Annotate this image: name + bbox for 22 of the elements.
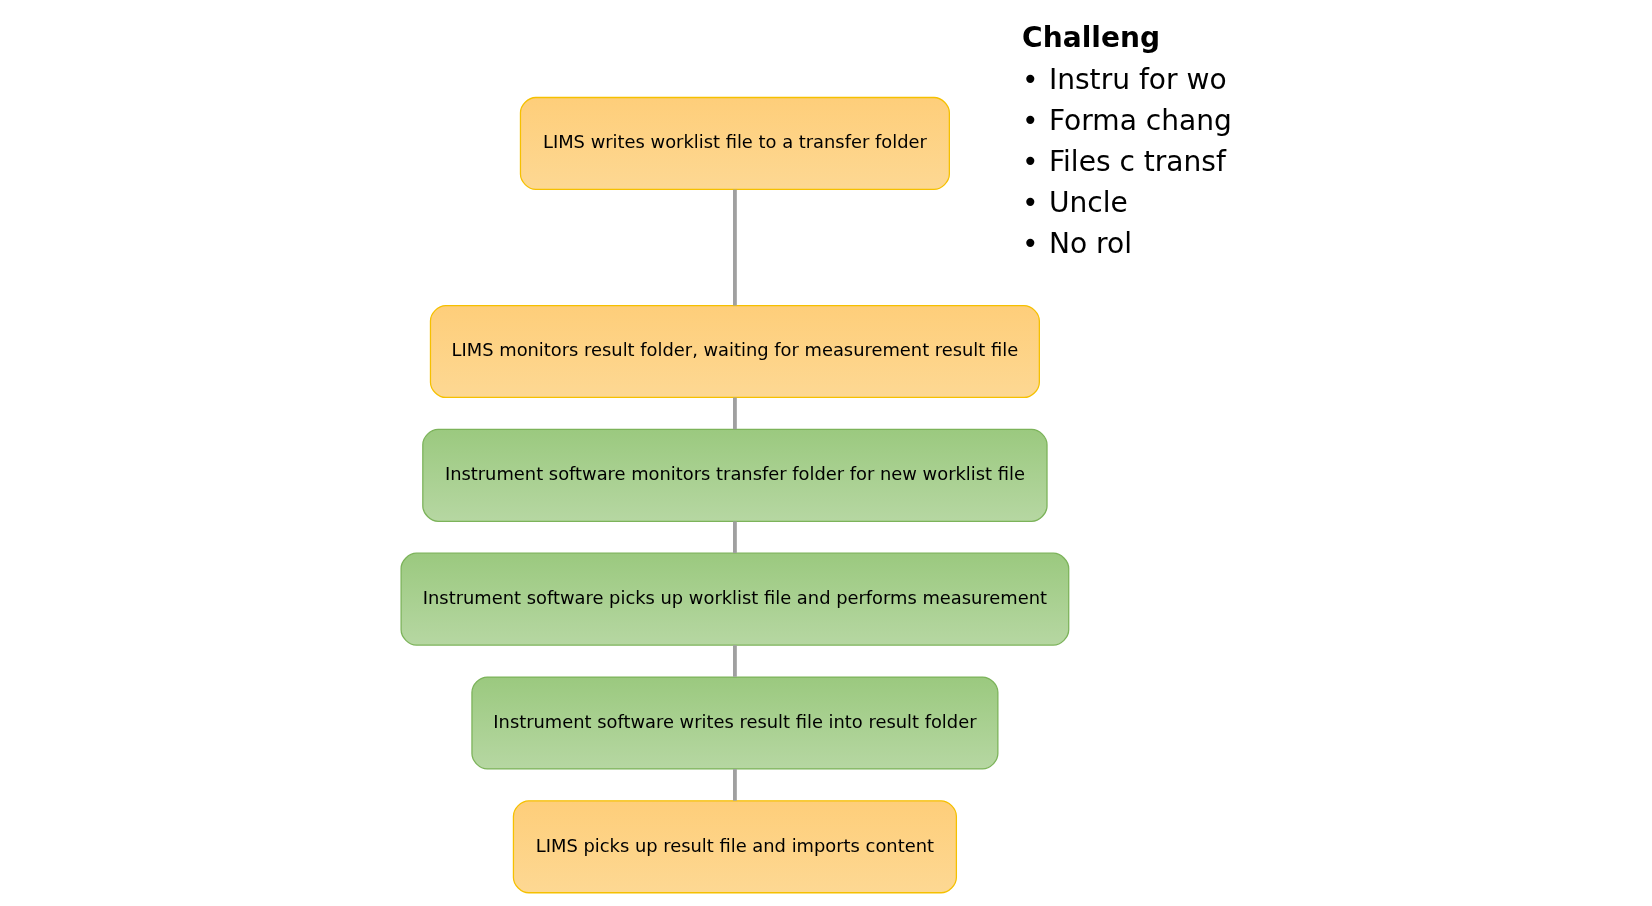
label: • bbox=[1021, 226, 1039, 260]
label: Challeng bbox=[1021, 21, 1160, 55]
connector bbox=[732, 521, 737, 553]
label: No rol bbox=[1048, 226, 1132, 260]
label: Files c transf bbox=[1048, 145, 1226, 179]
node-box: Instrument software monitors transfer folder for new worklist file bbox=[421, 428, 1048, 522]
label: • bbox=[1021, 185, 1039, 219]
label: Forma chang bbox=[1048, 104, 1232, 138]
label: Instru for wo bbox=[1048, 63, 1227, 97]
node-box: Instrument software picks up worklist file and performs measurement bbox=[399, 552, 1069, 646]
connector bbox=[732, 189, 737, 306]
node-box: LIMS monitors result folder, waiting for measurement result file bbox=[429, 304, 1040, 399]
node-box: Instrument software writes result file into result folder bbox=[470, 676, 998, 770]
connector bbox=[732, 645, 737, 677]
node-box: LIMS writes worklist file to a transfer folder bbox=[519, 96, 950, 191]
label: • bbox=[1021, 63, 1039, 97]
connector bbox=[732, 397, 737, 430]
label: • bbox=[1021, 145, 1039, 179]
connector bbox=[732, 769, 737, 801]
label: Uncle bbox=[1048, 185, 1128, 219]
label: • bbox=[1021, 104, 1039, 138]
node-box: LIMS picks up result file and imports content bbox=[512, 800, 957, 894]
